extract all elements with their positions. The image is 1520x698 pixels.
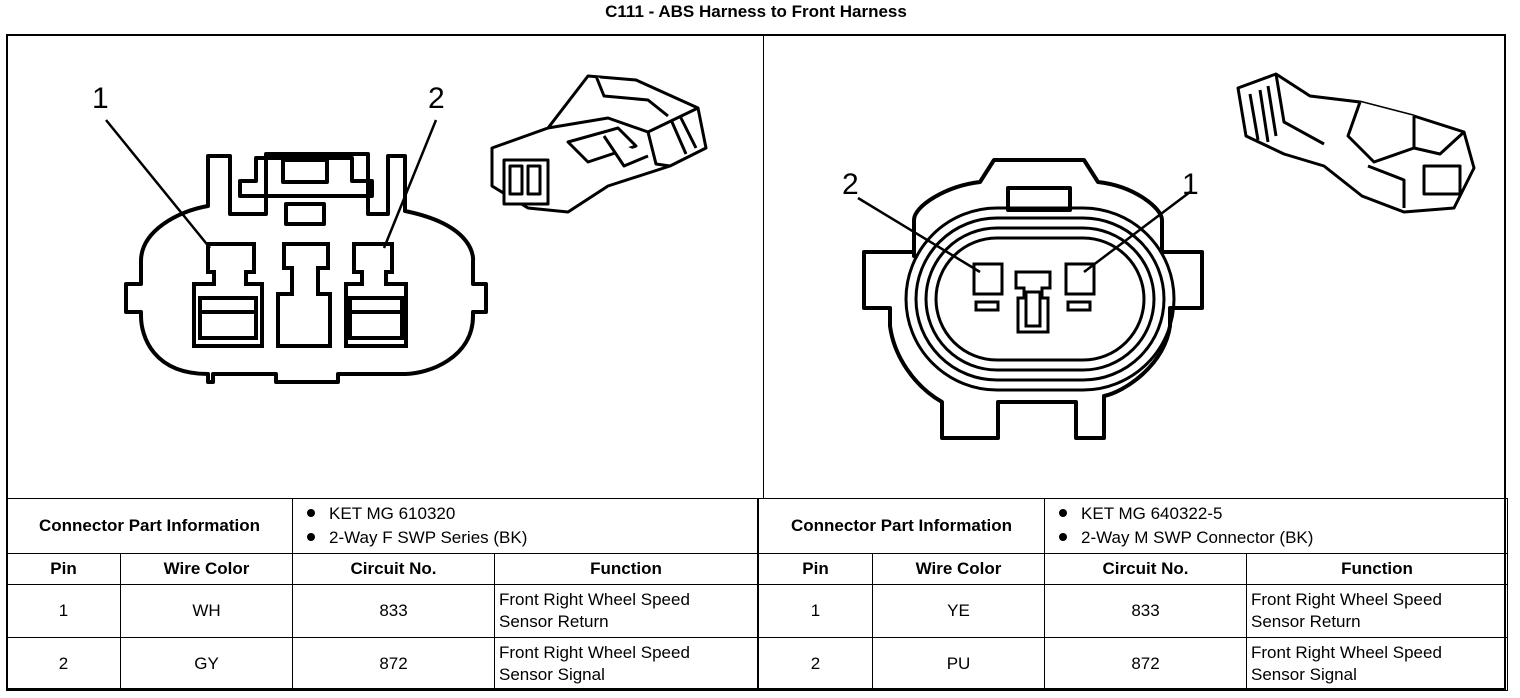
connector-part-info-list: KET MG 640322-5 2-Way M SWP Connector (B… [1044, 498, 1509, 554]
panel-divider [763, 36, 764, 498]
pin-cell: 1 [758, 584, 873, 638]
connector-part-info-list: KET MG 610320 2-Way F SWP Series (BK) [292, 498, 759, 554]
col-header-pin: Pin [758, 553, 873, 585]
table-header-row: Pin Wire Color Circuit No. Function [6, 553, 759, 585]
col-header-wire-color: Wire Color [871, 553, 1046, 585]
part-info-item: 2-Way M SWP Connector (BK) [1059, 526, 1507, 550]
male-connector-face-diagram: 2 1 [842, 72, 1476, 440]
pin-cell: 1 [6, 584, 121, 638]
pinout-table-left: Connector Part Information KET MG 610320… [5, 498, 759, 691]
pin-cell: 2 [6, 637, 121, 691]
wire-color-cell: PU [871, 637, 1046, 691]
pin-cell: 2 [758, 637, 873, 691]
circuit-cell: 872 [1044, 637, 1248, 691]
col-header-circuit: Circuit No. [1044, 553, 1248, 585]
circuit-cell: 872 [292, 637, 496, 691]
wire-color-cell: GY [119, 637, 294, 691]
female-connector-face-diagram: 1 2 [92, 74, 708, 384]
connector-sheet: 1 2 [5, 34, 1509, 691]
connector-part-info-label: Connector Part Information [5, 498, 294, 554]
circuit-cell: 833 [1044, 584, 1248, 638]
bullet-icon [1059, 508, 1068, 517]
col-header-pin: Pin [6, 553, 121, 585]
pin-callout-1: 1 [1182, 168, 1199, 201]
page-title: C111 - ABS Harness to Front Harness [605, 2, 907, 21]
pin-callout-1: 1 [92, 82, 109, 115]
connector-part-info-label: Connector Part Information [757, 498, 1046, 554]
wire-color-cell: YE [871, 584, 1046, 638]
pinout-table-right: Connector Part Information KET MG 640322… [757, 498, 1509, 691]
table-header-row: Pin Wire Color Circuit No. Function [758, 553, 1509, 585]
part-info-item: KET MG 610320 [307, 502, 757, 526]
pin-callout-2: 2 [842, 168, 859, 201]
bullet-icon [307, 508, 316, 517]
circuit-cell: 833 [292, 584, 496, 638]
bullet-icon [1059, 532, 1068, 541]
part-info-item: KET MG 640322-5 [1059, 502, 1507, 526]
wire-color-cell: WH [119, 584, 294, 638]
col-header-wire-color: Wire Color [119, 553, 294, 585]
col-header-circuit: Circuit No. [292, 553, 496, 585]
pin-callout-2: 2 [428, 82, 445, 115]
col-header-function: Function [1246, 553, 1509, 585]
part-info-item: 2-Way F SWP Series (BK) [307, 526, 757, 550]
col-header-function: Function [494, 553, 759, 585]
bullet-icon [307, 532, 316, 541]
